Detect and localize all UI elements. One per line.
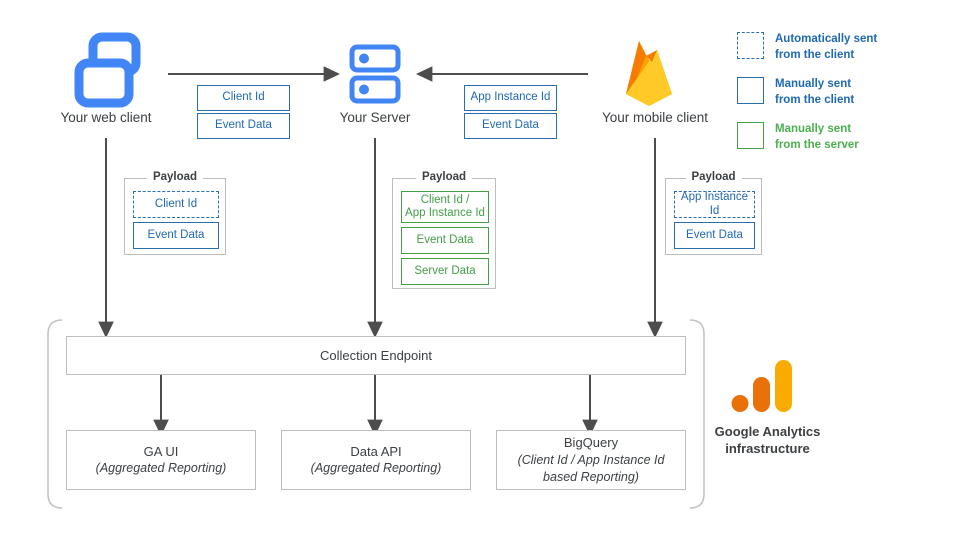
transfer-mobile-app-instance-id: App Instance Id xyxy=(464,85,557,111)
output-title-data-api: Data API xyxy=(350,443,402,459)
transfer-web-event-data: Event Data xyxy=(197,113,290,139)
payload-web-item-client-id: Client Id xyxy=(133,191,219,218)
legend-manual-client-line1: Manually sent xyxy=(775,78,852,91)
legend-swatch-dashed-blue xyxy=(737,32,764,59)
bracket-right xyxy=(689,319,705,509)
output-box-data-api: Data API (Aggregated Reporting) xyxy=(281,430,471,490)
bracket-left xyxy=(47,319,63,509)
legend-swatch-solid-blue xyxy=(737,77,764,105)
legend-manual-server-line2: from the server xyxy=(775,138,859,151)
payload-server-item-event-data: Event Data xyxy=(401,227,489,254)
output-box-ga-ui: GA UI (Aggregated Reporting) xyxy=(66,430,256,490)
output-subtitle-ga-ui: (Aggregated Reporting) xyxy=(95,461,227,476)
legend-item-manual-client: Manually sent from the client xyxy=(737,77,877,108)
payload-web-client: Payload Client Id Event Data xyxy=(124,171,226,255)
label-mobile-client: Your mobile client xyxy=(601,110,709,125)
google-analytics-icon xyxy=(731,360,792,412)
firebase-icon xyxy=(626,41,672,106)
legend-auto-client-line1: Automatically sent xyxy=(775,33,878,45)
legend-label-auto-client: Automatically sent from the client xyxy=(775,32,877,63)
output-box-bigquery: BigQuery (Client Id / App Instance Id ba… xyxy=(496,430,686,490)
transfer-web-client-id: Client Id xyxy=(197,85,290,111)
payload-server-item-server-data: Server Data xyxy=(401,258,489,285)
payload-mobile-item-event-data: Event Data xyxy=(674,222,755,249)
payload-server: Payload Client Id / App Instance Id Even… xyxy=(392,171,496,289)
transfer-mobile-event-data: Event Data xyxy=(464,113,557,139)
legend-label-manual-client: Manually sent from the client xyxy=(775,77,854,108)
legend-swatch-solid-green xyxy=(737,122,764,150)
collection-endpoint-label: Collection Endpoint xyxy=(319,347,433,363)
collection-endpoint-box: Collection Endpoint xyxy=(66,336,686,375)
ga-caption-line1: Google Analytics xyxy=(714,424,821,439)
legend-item-auto-client: Automatically sent from the client xyxy=(737,32,877,63)
payload-mobile-client: Payload App Instance Id Event Data xyxy=(665,171,762,255)
payload-mobile-title: Payload xyxy=(685,171,742,183)
legend-auto-client-line2: from the client xyxy=(775,48,855,61)
ga-infrastructure-caption: Google Analytics infrastructure xyxy=(690,424,845,458)
output-subtitle-data-api: (Aggregated Reporting) xyxy=(310,461,442,476)
server-icon xyxy=(349,44,401,104)
output-title-bigquery: BigQuery xyxy=(563,435,619,451)
label-web-client: Your web client xyxy=(60,110,152,125)
payload-server-title: Payload xyxy=(415,171,473,183)
label-server: Your Server xyxy=(339,110,411,125)
windows-icon xyxy=(74,32,141,108)
legend-item-manual-server: Manually sent from the server xyxy=(737,122,877,153)
output-subtitle-bigquery: (Client Id / App Instance Id based Repor… xyxy=(517,452,665,484)
legend-label-manual-server: Manually sent from the server xyxy=(775,122,859,153)
ga-caption-line2: infrastructure xyxy=(725,440,810,456)
legend-manual-client-line2: from the client xyxy=(775,93,855,106)
legend-manual-server-line1: Manually sent xyxy=(775,123,852,136)
payload-server-item-id: Client Id / App Instance Id xyxy=(401,191,489,223)
payload-mobile-item-app-instance-id: App Instance Id xyxy=(674,191,755,218)
payload-web-item-event-data: Event Data xyxy=(133,222,219,249)
payload-web-title: Payload xyxy=(146,171,204,183)
legend: Automatically sent from the client Manua… xyxy=(737,32,877,153)
output-title-ga-ui: GA UI xyxy=(143,443,179,459)
